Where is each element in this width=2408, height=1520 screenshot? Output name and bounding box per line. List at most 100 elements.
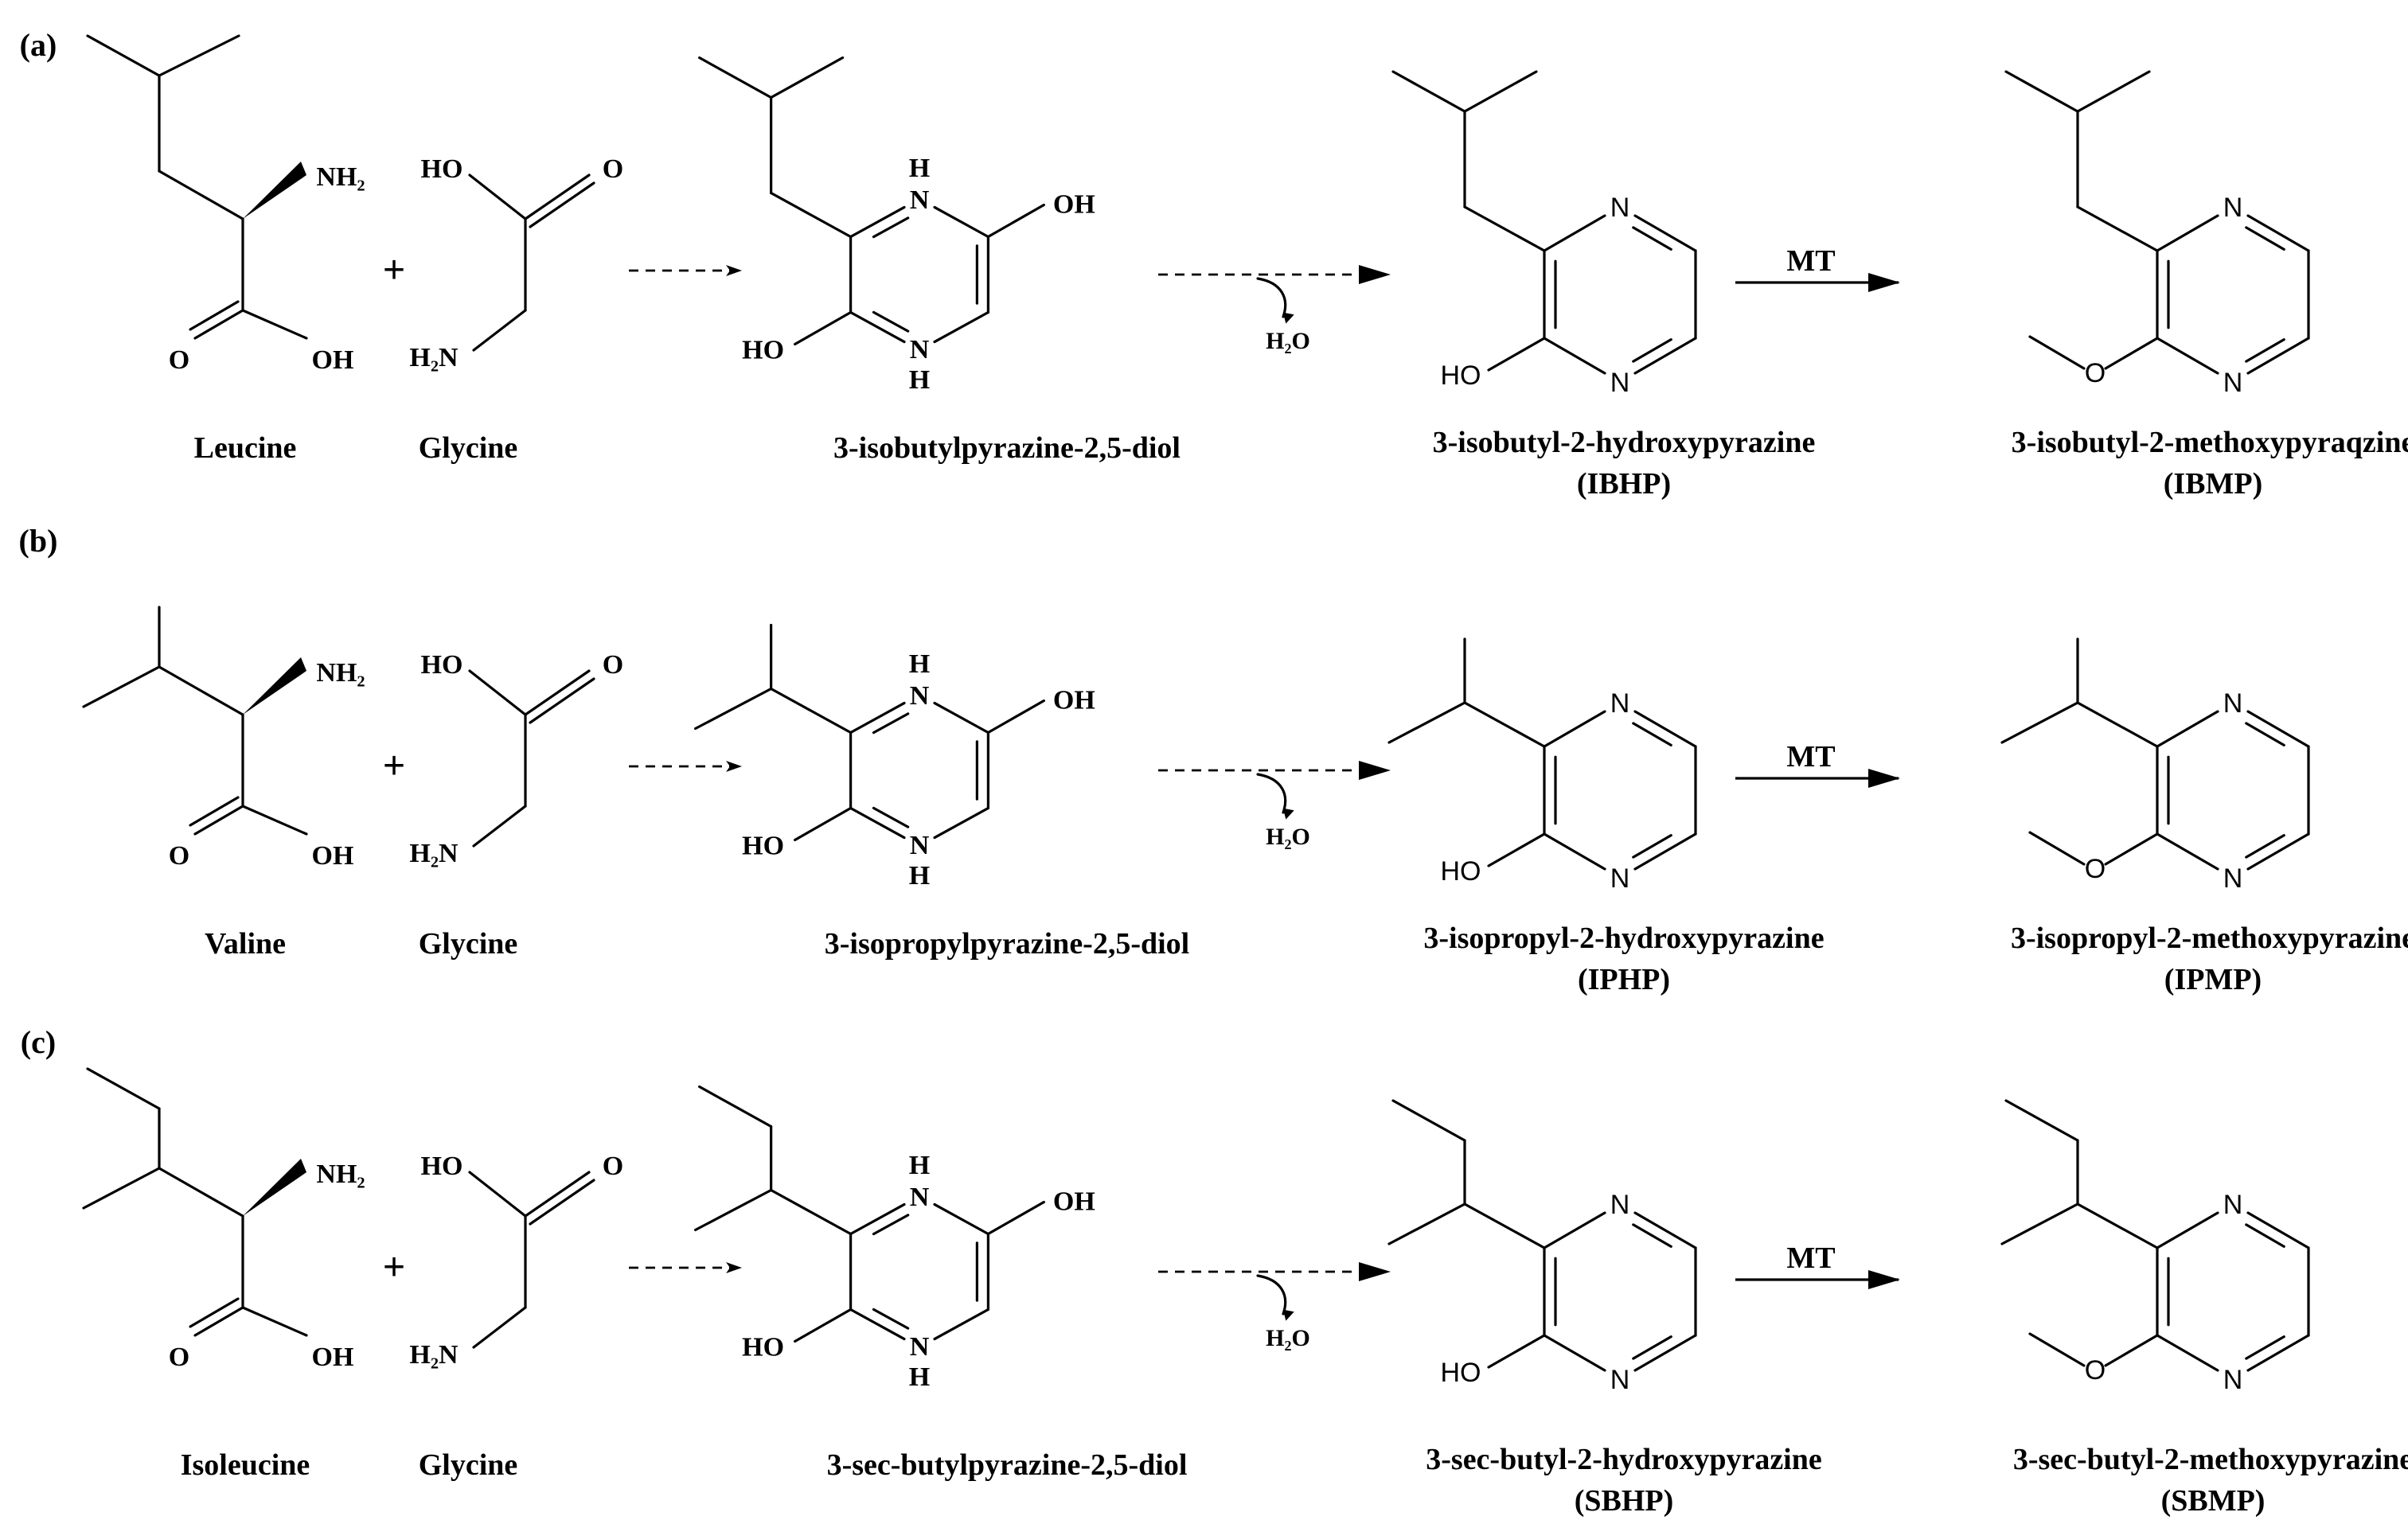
bond [698,1085,773,1128]
nitrogen-atom: N [2223,1365,2243,1395]
ring-double-bond [2245,1223,2285,1248]
hydrogen-atom: H [909,649,930,679]
glycine-name: Glycine [419,431,518,465]
bond [241,309,308,340]
ring-bond [1633,337,1697,375]
nitrogen-atom: N [1610,688,1630,719]
bond [794,1308,853,1343]
ring-double-bond [872,712,910,735]
bond [2076,205,2159,252]
bond [2076,701,2159,748]
ring-bond [2246,337,2310,375]
carbonyl-bond [529,181,595,228]
bond [986,1200,1045,1236]
nitrogen-atom: N [910,831,930,860]
water-loss-arrow [1256,1274,1294,1321]
ring-bond [933,1308,989,1341]
panel-tag: (a) [20,27,57,63]
ring-double-bond [1632,338,1672,363]
hydroxyl-group: OH [1053,1187,1095,1217]
ring-double-bond [2245,722,2285,746]
bond [2104,337,2159,370]
bond [2000,701,2079,744]
carbonyl-bond [529,1179,595,1226]
bond [241,1306,308,1337]
water-loss-arrow [1256,773,1294,820]
nitrogen-atom: N [910,1332,930,1362]
bond [1487,1334,1546,1369]
bond [1487,337,1546,372]
intermediate-name: 3-isobutylpyrazine-2,5-diol [833,431,1181,465]
ring-double-bond [872,806,910,828]
oxygen-atom: O [2085,358,2106,388]
hydroxyl-group: HO [1441,361,1481,391]
bond [770,56,845,99]
ring-bond [933,806,989,840]
bond [2000,1202,2079,1245]
bond [986,203,1045,239]
hydroxyl-group: HO [421,154,463,184]
methoxypyrazine-name: 3-isopropyl-2-methoxypyrazine [2011,922,2408,955]
ring-double-bond [1632,1223,1672,1248]
water-label: H₂O [1266,328,1310,354]
bond [1387,1202,1466,1245]
ring-bond [933,310,989,344]
amino-acid-name: Isoleucine [181,1448,310,1482]
ring-bond [1633,214,1697,252]
methoxypyrazine-name: 3-sec-butyl-2-methoxypyrazine [2013,1443,2408,1476]
hydroxyl-group: HO [421,1152,463,1181]
hydrogen-atom: H [909,1362,930,1392]
hydrogen-atom: H [909,1151,930,1180]
ring-bond [1543,832,1606,871]
bond [1487,832,1546,867]
plus-sign: + [383,1246,405,1288]
nitrogen-atom: N [910,1183,930,1212]
glycine-name: Glycine [419,927,518,961]
bond [694,687,773,731]
ring-bond [1543,710,1606,748]
methoxypyrazine-abbreviation: (SBMP) [2161,1484,2266,1518]
ring-bond [849,1202,906,1236]
amino-acid-name: Leucine [194,431,297,465]
hydroxyl-group: HO [742,336,784,365]
bond [2028,335,2086,370]
water-label: H₂O [1266,824,1310,850]
ring-bond [1543,214,1606,252]
carbonyl-bond [189,300,240,331]
carbonyl-bond [524,1171,591,1218]
amine-group: NH₂ [316,162,365,192]
bond [158,665,244,716]
ring-double-bond [872,1214,910,1236]
bond [468,669,527,716]
hydrogen-atom: H [909,154,930,183]
bond [794,310,853,346]
ring-double-bond [872,1308,910,1330]
ring-bond [2246,1334,2310,1372]
bond [472,805,527,848]
ring-double-bond [1632,834,1672,859]
panel-tag: (b) [19,523,58,559]
bond [472,309,527,352]
hydroxypyrazine-name: 3-isopropyl-2-hydroxypyrazine [1423,922,1824,955]
bond [1463,205,1546,252]
ring-bond [849,205,906,239]
hydroxypyrazine-abbreviation: (IPHP) [1578,963,1670,996]
panel-tag: (c) [21,1024,56,1060]
carbonyl-bond [524,669,591,716]
nitrogen-atom: N [2223,863,2243,894]
bond [1463,70,1538,113]
plus-sign: + [383,745,405,787]
nitrogen-atom: N [2223,193,2243,223]
carbonyl-bond [524,173,591,220]
ring-bond [2246,214,2310,252]
nitrogen-atom: N [1610,1365,1630,1395]
bond [986,699,1045,735]
nitrogen-atom: N [910,185,930,215]
nitrogen-atom: N [1610,1190,1630,1220]
wedge-bond [243,1159,306,1216]
